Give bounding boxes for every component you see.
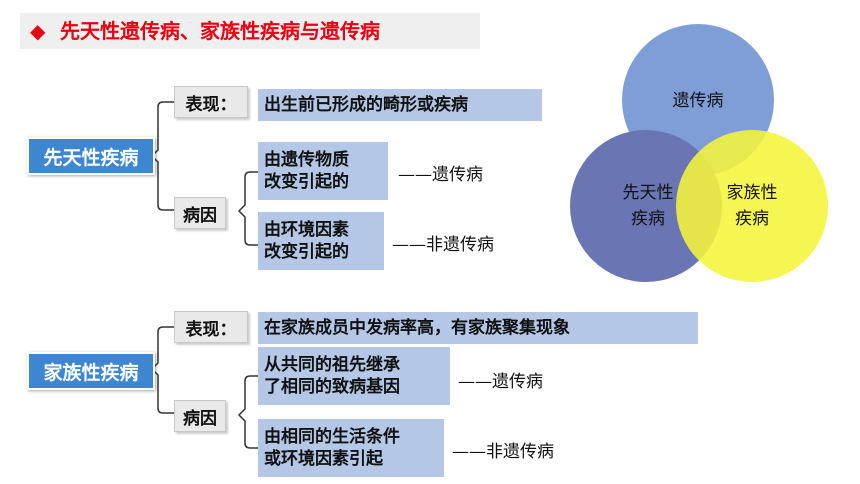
congenital-cause-environment: 由环境因素 改变引起的 (258, 212, 384, 270)
familial-cause-genetic: 从共同的祖先继承 了相同的致病基因 (258, 347, 450, 405)
familial-cause-environment: 由相同的生活条件 或环境因素引起 (258, 419, 444, 477)
familial-disease-box: 家族性疾病 (27, 352, 155, 390)
congenital-genetic-result: ——遗传病 (398, 165, 483, 185)
cause-line: 由遗传物质 (264, 150, 349, 170)
venn-label-congenital-1: 先天性 (623, 183, 674, 203)
cause-line: 由环境因素 (264, 220, 349, 240)
venn-label-familial-1: 家族性 (727, 183, 778, 203)
diamond-bullet-icon: ◆ (30, 19, 46, 43)
venn-circle-congenital (570, 130, 722, 282)
congenital-cause-genetic: 由遗传物质 改变引起的 (258, 142, 388, 200)
familial-disease-label: 家族性疾病 (43, 361, 139, 384)
cause-line: 了相同的致病基因 (264, 377, 400, 397)
familial-manifestation-label: 表现： (174, 311, 248, 343)
familial-genetic-result: ——遗传病 (458, 372, 543, 392)
title-bar (20, 13, 480, 49)
page-title: 先天性遗传病、家族性疾病与遗传病 (60, 19, 380, 43)
congenital-disease-box: 先天性疾病 (27, 137, 155, 175)
congenital-disease-label: 先天性疾病 (43, 146, 139, 169)
cause-line: 或环境因素引起 (264, 449, 383, 469)
cause-line: 改变引起的 (264, 242, 349, 262)
familial-environment-result: ——非遗传病 (452, 442, 554, 462)
congenital-cause-label: 病因 (174, 197, 226, 229)
congenital-environment-result: ——非遗传病 (392, 235, 494, 255)
cause-line: 改变引起的 (264, 172, 349, 192)
venn-circle-familial (676, 130, 828, 282)
venn-diagram: 遗传病 先天性 疾病 家族性 疾病 (570, 24, 828, 282)
cause-line: 由相同的生活条件 (264, 427, 400, 447)
congenital-manifestation-text: 出生前已形成的畸形或疾病 (258, 89, 542, 121)
familial-cause-label: 病因 (174, 400, 226, 432)
congenital-manifestation-label: 表现： (174, 86, 248, 118)
venn-label-familial-2: 疾病 (735, 209, 769, 229)
familial-manifestation-text: 在家族成员中发病率高，有家族聚集现象 (258, 312, 698, 344)
venn-label-congenital-2: 疾病 (631, 209, 665, 229)
venn-label-genetic: 遗传病 (673, 91, 724, 111)
cause-line: 从共同的祖先继承 (264, 355, 400, 375)
